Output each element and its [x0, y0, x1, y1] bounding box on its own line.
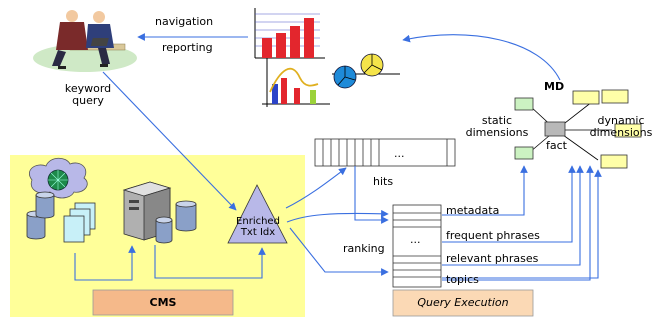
relevant-phrases-label: relevant phrases [446, 252, 539, 265]
dynamic-dimension-box [600, 154, 628, 169]
reporting-label: reporting [162, 41, 213, 54]
documents-icon [63, 202, 96, 243]
static-dimensions-line2: dimensions [465, 126, 529, 140]
static-dimensions-line1: static [481, 114, 513, 127]
enriched-line1: Enriched [236, 216, 280, 227]
line-chart-icon [262, 58, 330, 107]
topics-label: topics [446, 273, 479, 286]
dynamic-dimension-box [601, 89, 629, 104]
enriched-line2: Txt Idx [240, 227, 276, 238]
ranking-label: ranking [343, 242, 385, 255]
bar-chart-icon [254, 8, 325, 59]
flow-arrows [74, 33, 602, 281]
hits-label: hits [373, 175, 394, 188]
enriched-txt-idx-label: Enriched Txt Idx [232, 216, 284, 238]
md-label: MD [544, 80, 565, 93]
ranking-ellipsis: ... [410, 233, 421, 246]
md-star-schema [514, 89, 642, 169]
metadata-label: metadata [446, 204, 500, 217]
navigation-label: navigation [155, 15, 214, 28]
static-dimension-box [514, 146, 534, 160]
query-execution-label: Query Execution [417, 296, 509, 309]
static-dimensions-label: static dimensions [462, 114, 532, 140]
dynamic-dimension-box [572, 90, 600, 105]
server-icon [122, 181, 197, 244]
dynamic-dimension-box [614, 123, 642, 138]
globe-network-icon [29, 157, 88, 199]
enriched-txt-idx-triangle [227, 184, 288, 244]
frequent-phrases-label: frequent phrases [446, 229, 540, 242]
keyword-query-line2: query [72, 94, 104, 108]
pie-chart-icon [332, 53, 400, 89]
query-execution-tab [392, 289, 534, 317]
keyword-query-label: keyword query [58, 82, 118, 108]
dynamic-dimensions-line1: dynamic [597, 114, 645, 127]
database-icon [26, 191, 55, 240]
dynamic-dimensions-label: dynamic dimensions [587, 114, 655, 140]
dynamic-dimensions-line2: dimensions [589, 126, 653, 140]
fact-label: fact [546, 139, 567, 152]
keyword-query-line1: keyword [64, 82, 112, 95]
ranking-table [392, 204, 442, 288]
cms-tab [92, 289, 234, 316]
hits-strip [314, 138, 456, 167]
business-people-icon [33, 10, 137, 72]
fact-box [544, 121, 566, 137]
hits-ellipsis: ... [394, 147, 405, 160]
static-dimension-box [514, 97, 534, 111]
cms-label: CMS [149, 296, 177, 309]
